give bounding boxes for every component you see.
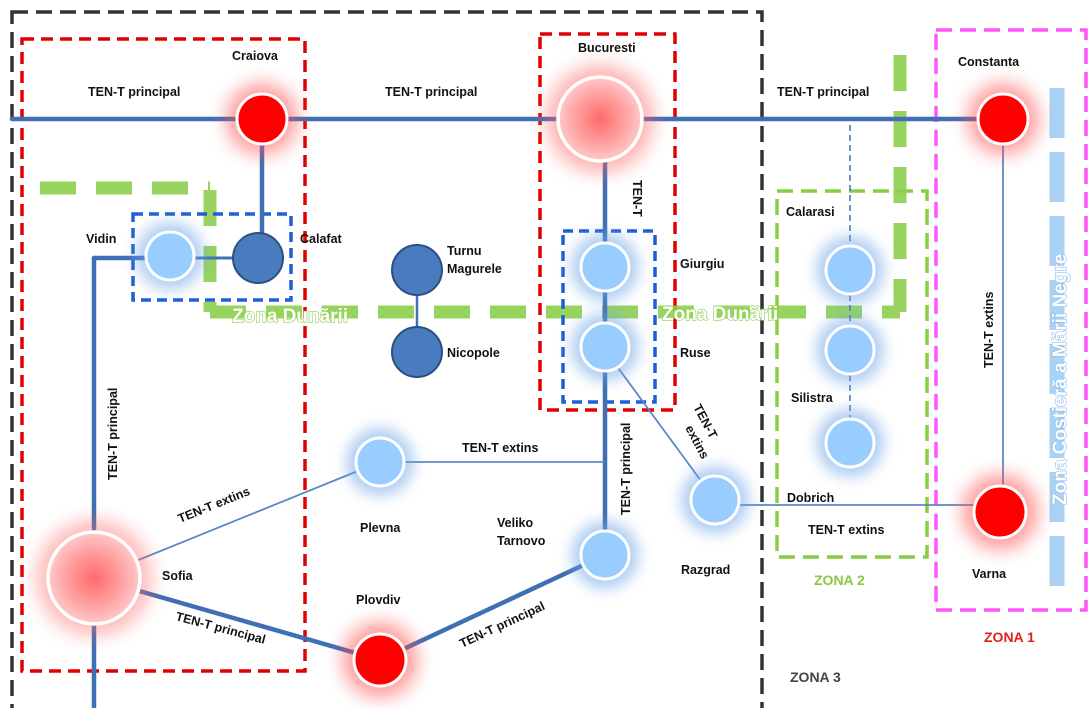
label-nicopole: Nicopole: [447, 346, 500, 360]
node-varna: [972, 484, 1028, 540]
label-principal-plovdiv-veliko: TEN-T principal: [457, 599, 547, 651]
node-vidin: [144, 230, 196, 282]
node-silistra: [824, 324, 876, 376]
label-principal-giurgiu-veliko: TEN-T principal: [619, 423, 633, 515]
node-constanta: [976, 92, 1030, 146]
label-danube-zone-right: Zona Dunării: [662, 304, 778, 325]
label-turnu: Turnu: [447, 244, 481, 258]
label-principal-craiova: TEN-T principal: [88, 85, 180, 99]
label-plovdiv: Plovdiv: [356, 593, 401, 607]
label-magurele: Magurele: [447, 262, 502, 276]
label-veliko: Veliko: [497, 516, 533, 530]
node-plevna: [354, 436, 406, 488]
node-calafat: [232, 232, 284, 284]
vidin-calafat-box: [131, 212, 293, 302]
zona1-border: [934, 28, 1088, 612]
node-giurgiu: [579, 241, 631, 293]
node-sofia: [46, 530, 142, 626]
label-constanta: Constanta: [958, 55, 1020, 69]
label-extins-constanta-varna: TEN-T extins: [982, 292, 996, 368]
label-giurgiu: Giurgiu: [680, 257, 724, 271]
label-extins-plevna-veliko: TEN-T extins: [462, 441, 538, 455]
label-sofia: Sofia: [162, 569, 194, 583]
label-principal-bucuresti: TEN-T principal: [385, 85, 477, 99]
label-zona1: ZONA 1: [984, 629, 1035, 645]
node-nicopole: [391, 326, 443, 378]
label-principal-vidin-sofia: TEN-T principal: [106, 388, 120, 480]
label-calarasi: Calarasi: [786, 205, 835, 219]
label-varna: Varna: [972, 567, 1007, 581]
label-bucuresti: Bucuresti: [578, 41, 636, 55]
giurgiu-ruse-box: [561, 229, 657, 404]
label-vidin: Vidin: [86, 232, 116, 246]
label-silistra: Silistra: [791, 391, 834, 405]
label-zona3: ZONA 3: [790, 669, 841, 685]
node-veliko-tarnovo: [579, 529, 631, 581]
bucuresti-area-border: [538, 32, 677, 412]
label-danube-zone-left: Zona Dunării: [232, 306, 348, 327]
local-links: [165, 125, 851, 445]
node-turnu-magurele: [391, 244, 443, 296]
node-plovdiv: [352, 632, 408, 688]
node-ruse: [579, 321, 631, 373]
label-craiova: Craiova: [232, 49, 279, 63]
romania-west-border: [20, 37, 307, 673]
node-dobrich: [824, 417, 876, 469]
node-calarasi: [824, 244, 876, 296]
label-ten-t-vertical: TEN-T: [630, 180, 644, 217]
zona2-border: [775, 189, 929, 559]
node-craiova: [235, 92, 289, 146]
label-principal-constanta: TEN-T principal: [777, 85, 869, 99]
label-zona2: ZONA 2: [814, 572, 865, 588]
label-calafat: Calafat: [300, 232, 343, 246]
label-plevna: Plevna: [360, 521, 401, 535]
zona3-border: [10, 10, 764, 708]
label-extins-sofia-plevna: TEN-T extins: [176, 484, 252, 526]
label-razgrad: Razgrad: [681, 563, 730, 577]
label-extins-razgrad-varna: TEN-T extins: [808, 523, 884, 537]
label-tarnovo: Tarnovo: [497, 534, 546, 548]
node-razgrad: [689, 474, 741, 526]
danube-zone-band: [40, 55, 907, 319]
label-ruse: Ruse: [680, 346, 711, 360]
label-coastal-zone: Zona Costieră a Mării Negre: [1050, 254, 1071, 505]
label-dobrich: Dobrich: [787, 491, 834, 505]
node-bucuresti: [556, 75, 644, 163]
